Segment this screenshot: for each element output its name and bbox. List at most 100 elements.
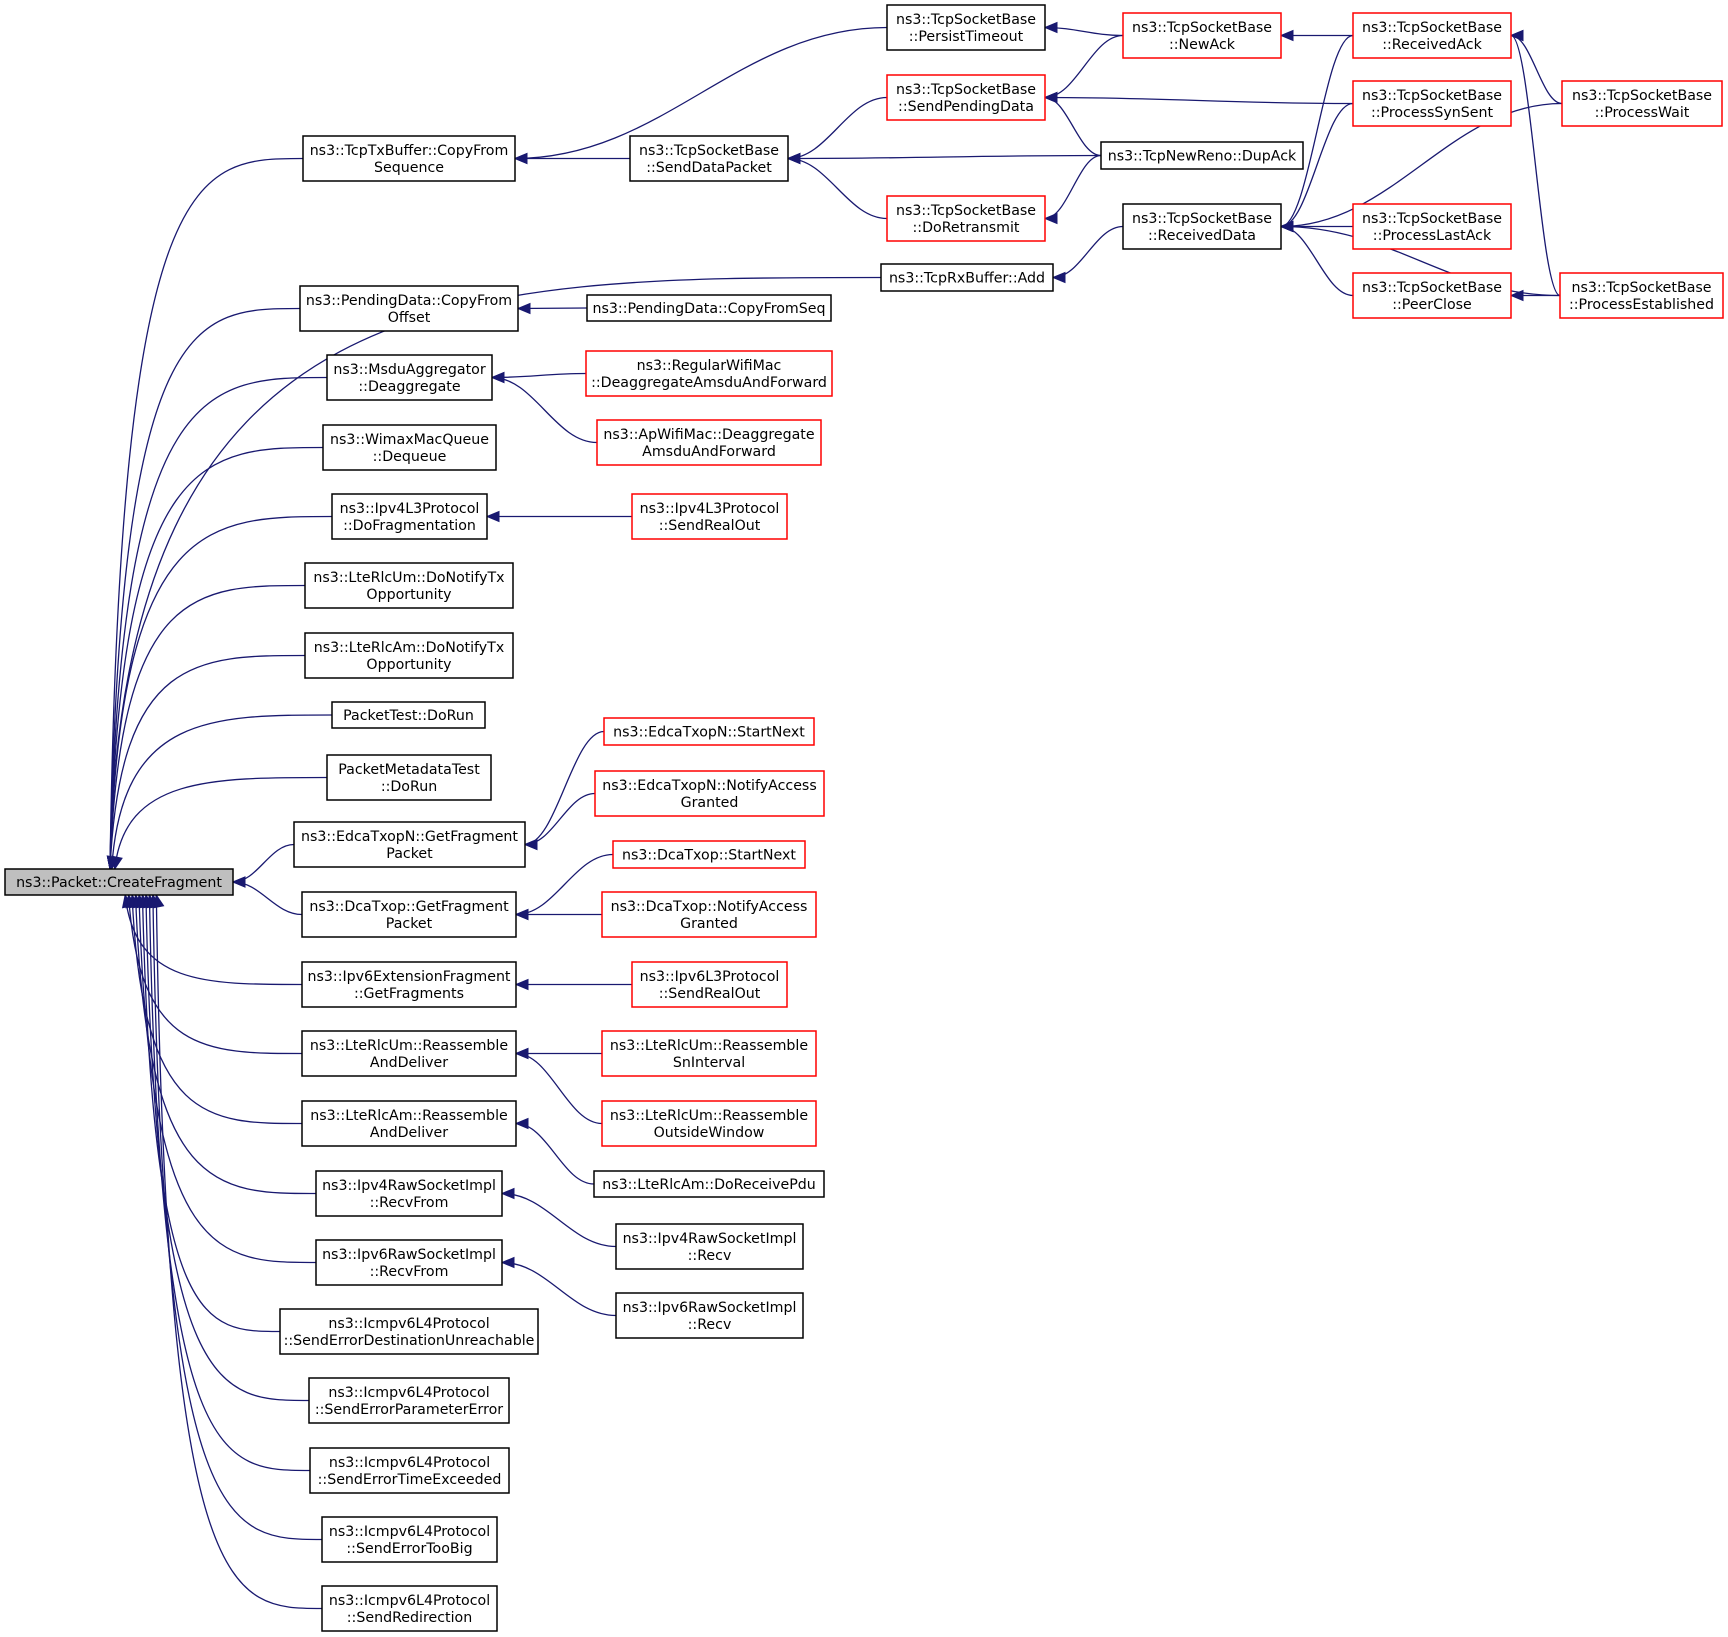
graph-node-receivedack[interactable]: ns3::TcpSocketBase::ReceivedAck [1352,12,1512,59]
graph-node-processlastack[interactable]: ns3::TcpSocketBase::ProcessLastAck [1352,203,1512,250]
node-box[interactable] [593,1170,825,1198]
node-box[interactable] [1352,12,1512,59]
node-box[interactable] [1352,80,1512,127]
node-box[interactable] [4,868,234,896]
node-box[interactable] [1100,141,1304,170]
graph-node-receiveddata[interactable]: ns3::TcpSocketBase::ReceivedData [1122,203,1282,250]
node-box[interactable] [304,562,514,609]
node-box[interactable] [301,1030,517,1077]
node-box[interactable] [301,891,517,938]
graph-node-doretransmit[interactable]: ns3::TcpSocketBase::DoRetransmit [886,195,1046,242]
node-box[interactable] [1559,272,1724,319]
graph-node-newack[interactable]: ns3::TcpSocketBase::NewAck [1122,12,1282,59]
node-box[interactable] [1352,203,1512,250]
graph-node-copyfromseq[interactable]: ns3::PendingData::CopyFromSeq [586,294,832,322]
node-box[interactable] [331,493,488,540]
node-box[interactable] [886,4,1046,51]
graph-node-processwait[interactable]: ns3::TcpSocketBase::ProcessWait [1561,80,1723,127]
graph-node-ipv6rawrecv[interactable]: ns3::Ipv6RawSocketImpl::Recv [615,1292,804,1339]
node-box[interactable] [629,135,789,182]
node-box[interactable] [1122,12,1282,59]
graph-node-processestablished[interactable]: ns3::TcpSocketBase::ProcessEstablished [1559,272,1724,319]
graph-node-ipv6ext[interactable]: ns3::Ipv6ExtensionFragment::GetFragments [301,961,517,1008]
graph-node-senddatapkt[interactable]: ns3::TcpSocketBase::SendDataPacket [629,135,789,182]
node-box[interactable] [326,754,492,801]
graph-node-icmp4unreach[interactable]: ns3::Icmpv6L4Protocol::SendErrorDestinat… [279,1308,539,1355]
graph-node-icmpredir[interactable]: ns3::Icmpv6L4Protocol::SendRedirection [321,1585,498,1632]
graph-node-apwifi[interactable]: ns3::ApWifiMac::DeaggregateAmsduAndForwa… [596,419,822,466]
node-box[interactable] [331,701,486,729]
graph-node-icmptime[interactable]: ns3::Icmpv6L4Protocol::SendErrorTimeExce… [309,1447,510,1494]
graph-node-icmpparam[interactable]: ns3::Icmpv6L4Protocol::SendErrorParamete… [308,1377,510,1424]
node-box[interactable] [321,1516,498,1563]
node-box[interactable] [301,961,517,1008]
graph-node-rlcamrecvpdu[interactable]: ns3::LteRlcAm::DoReceivePdu [593,1170,825,1198]
graph-node-persist[interactable]: ns3::TcpSocketBase::PersistTimeout [886,4,1046,51]
node-box[interactable] [586,294,832,322]
graph-node-edcastart[interactable]: ns3::EdcaTxopN::StartNext [603,717,815,746]
graph-node-ipv4sendrealout[interactable]: ns3::Ipv4L3Protocol::SendRealOut [631,493,788,540]
node-box[interactable] [886,195,1046,242]
graph-node-pmdtest[interactable]: PacketMetadataTest::DoRun [326,754,492,801]
node-box[interactable] [321,1585,498,1632]
node-box[interactable] [601,891,817,938]
node-box[interactable] [596,419,822,466]
node-box[interactable] [1122,203,1282,250]
node-box[interactable] [1352,272,1512,319]
graph-node-ipv6rawrecvfrom[interactable]: ns3::Ipv6RawSocketImpl::RecvFrom [315,1239,503,1286]
node-box[interactable] [304,632,514,679]
node-box[interactable] [615,1223,804,1270]
node-box[interactable] [886,74,1046,121]
node-box[interactable] [603,717,815,746]
node-box[interactable] [293,821,526,868]
graph-node-rxadd[interactable]: ns3::TcpRxBuffer::Add [880,263,1054,292]
node-box[interactable] [302,135,516,182]
node-box[interactable] [631,961,788,1008]
node-box[interactable] [315,1170,503,1217]
node-box[interactable] [612,840,806,869]
node-box[interactable] [631,493,788,540]
node-box[interactable] [615,1292,804,1339]
graph-node-dupack[interactable]: ns3::TcpNewReno::DupAck [1100,141,1304,170]
node-box[interactable] [585,350,833,397]
graph-node-sendpending[interactable]: ns3::TcpSocketBase::SendPendingData [886,74,1046,121]
graph-node-processsynsent[interactable]: ns3::TcpSocketBase::ProcessSynSent [1352,80,1512,127]
node-box[interactable] [601,1100,817,1147]
graph-node-root[interactable]: ns3::Packet::CreateFragment [4,868,234,896]
graph-node-ipv4frag[interactable]: ns3::Ipv4L3Protocol::DoFragmentation [331,493,488,540]
graph-node-ipv4rawrecvfrom[interactable]: ns3::Ipv4RawSocketImpl::RecvFrom [315,1170,503,1217]
node-box[interactable] [279,1308,539,1355]
graph-node-dcastart[interactable]: ns3::DcaTxop::StartNext [612,840,806,869]
node-box[interactable] [301,1100,517,1147]
node-box[interactable] [326,354,493,401]
graph-node-msdu[interactable]: ns3::MsduAggregator::Deaggregate [326,354,493,401]
node-box[interactable] [322,424,497,471]
graph-node-wimax[interactable]: ns3::WimaxMacQueue::Dequeue [322,424,497,471]
node-box[interactable] [1561,80,1723,127]
node-box[interactable] [309,1447,510,1494]
graph-node-regwifi[interactable]: ns3::RegularWifiMac::DeaggregateAmsduAnd… [585,350,833,397]
graph-node-peerclose[interactable]: ns3::TcpSocketBase::PeerClose [1352,272,1512,319]
node-box[interactable] [601,1030,817,1077]
node-box[interactable] [594,770,825,817]
node-box[interactable] [299,285,519,332]
node-box[interactable] [880,263,1054,292]
graph-node-ipv6sendrealout[interactable]: ns3::Ipv6L3Protocol::SendRealOut [631,961,788,1008]
graph-node-icmpbig[interactable]: ns3::Icmpv6L4Protocol::SendErrorTooBig [321,1516,498,1563]
node-box[interactable] [308,1377,510,1424]
graph-node-ipv4rawrecv[interactable]: ns3::Ipv4RawSocketImpl::Recv [615,1223,804,1270]
graph-node-packettest[interactable]: PacketTest::DoRun [331,701,486,729]
node-box[interactable] [315,1239,503,1286]
